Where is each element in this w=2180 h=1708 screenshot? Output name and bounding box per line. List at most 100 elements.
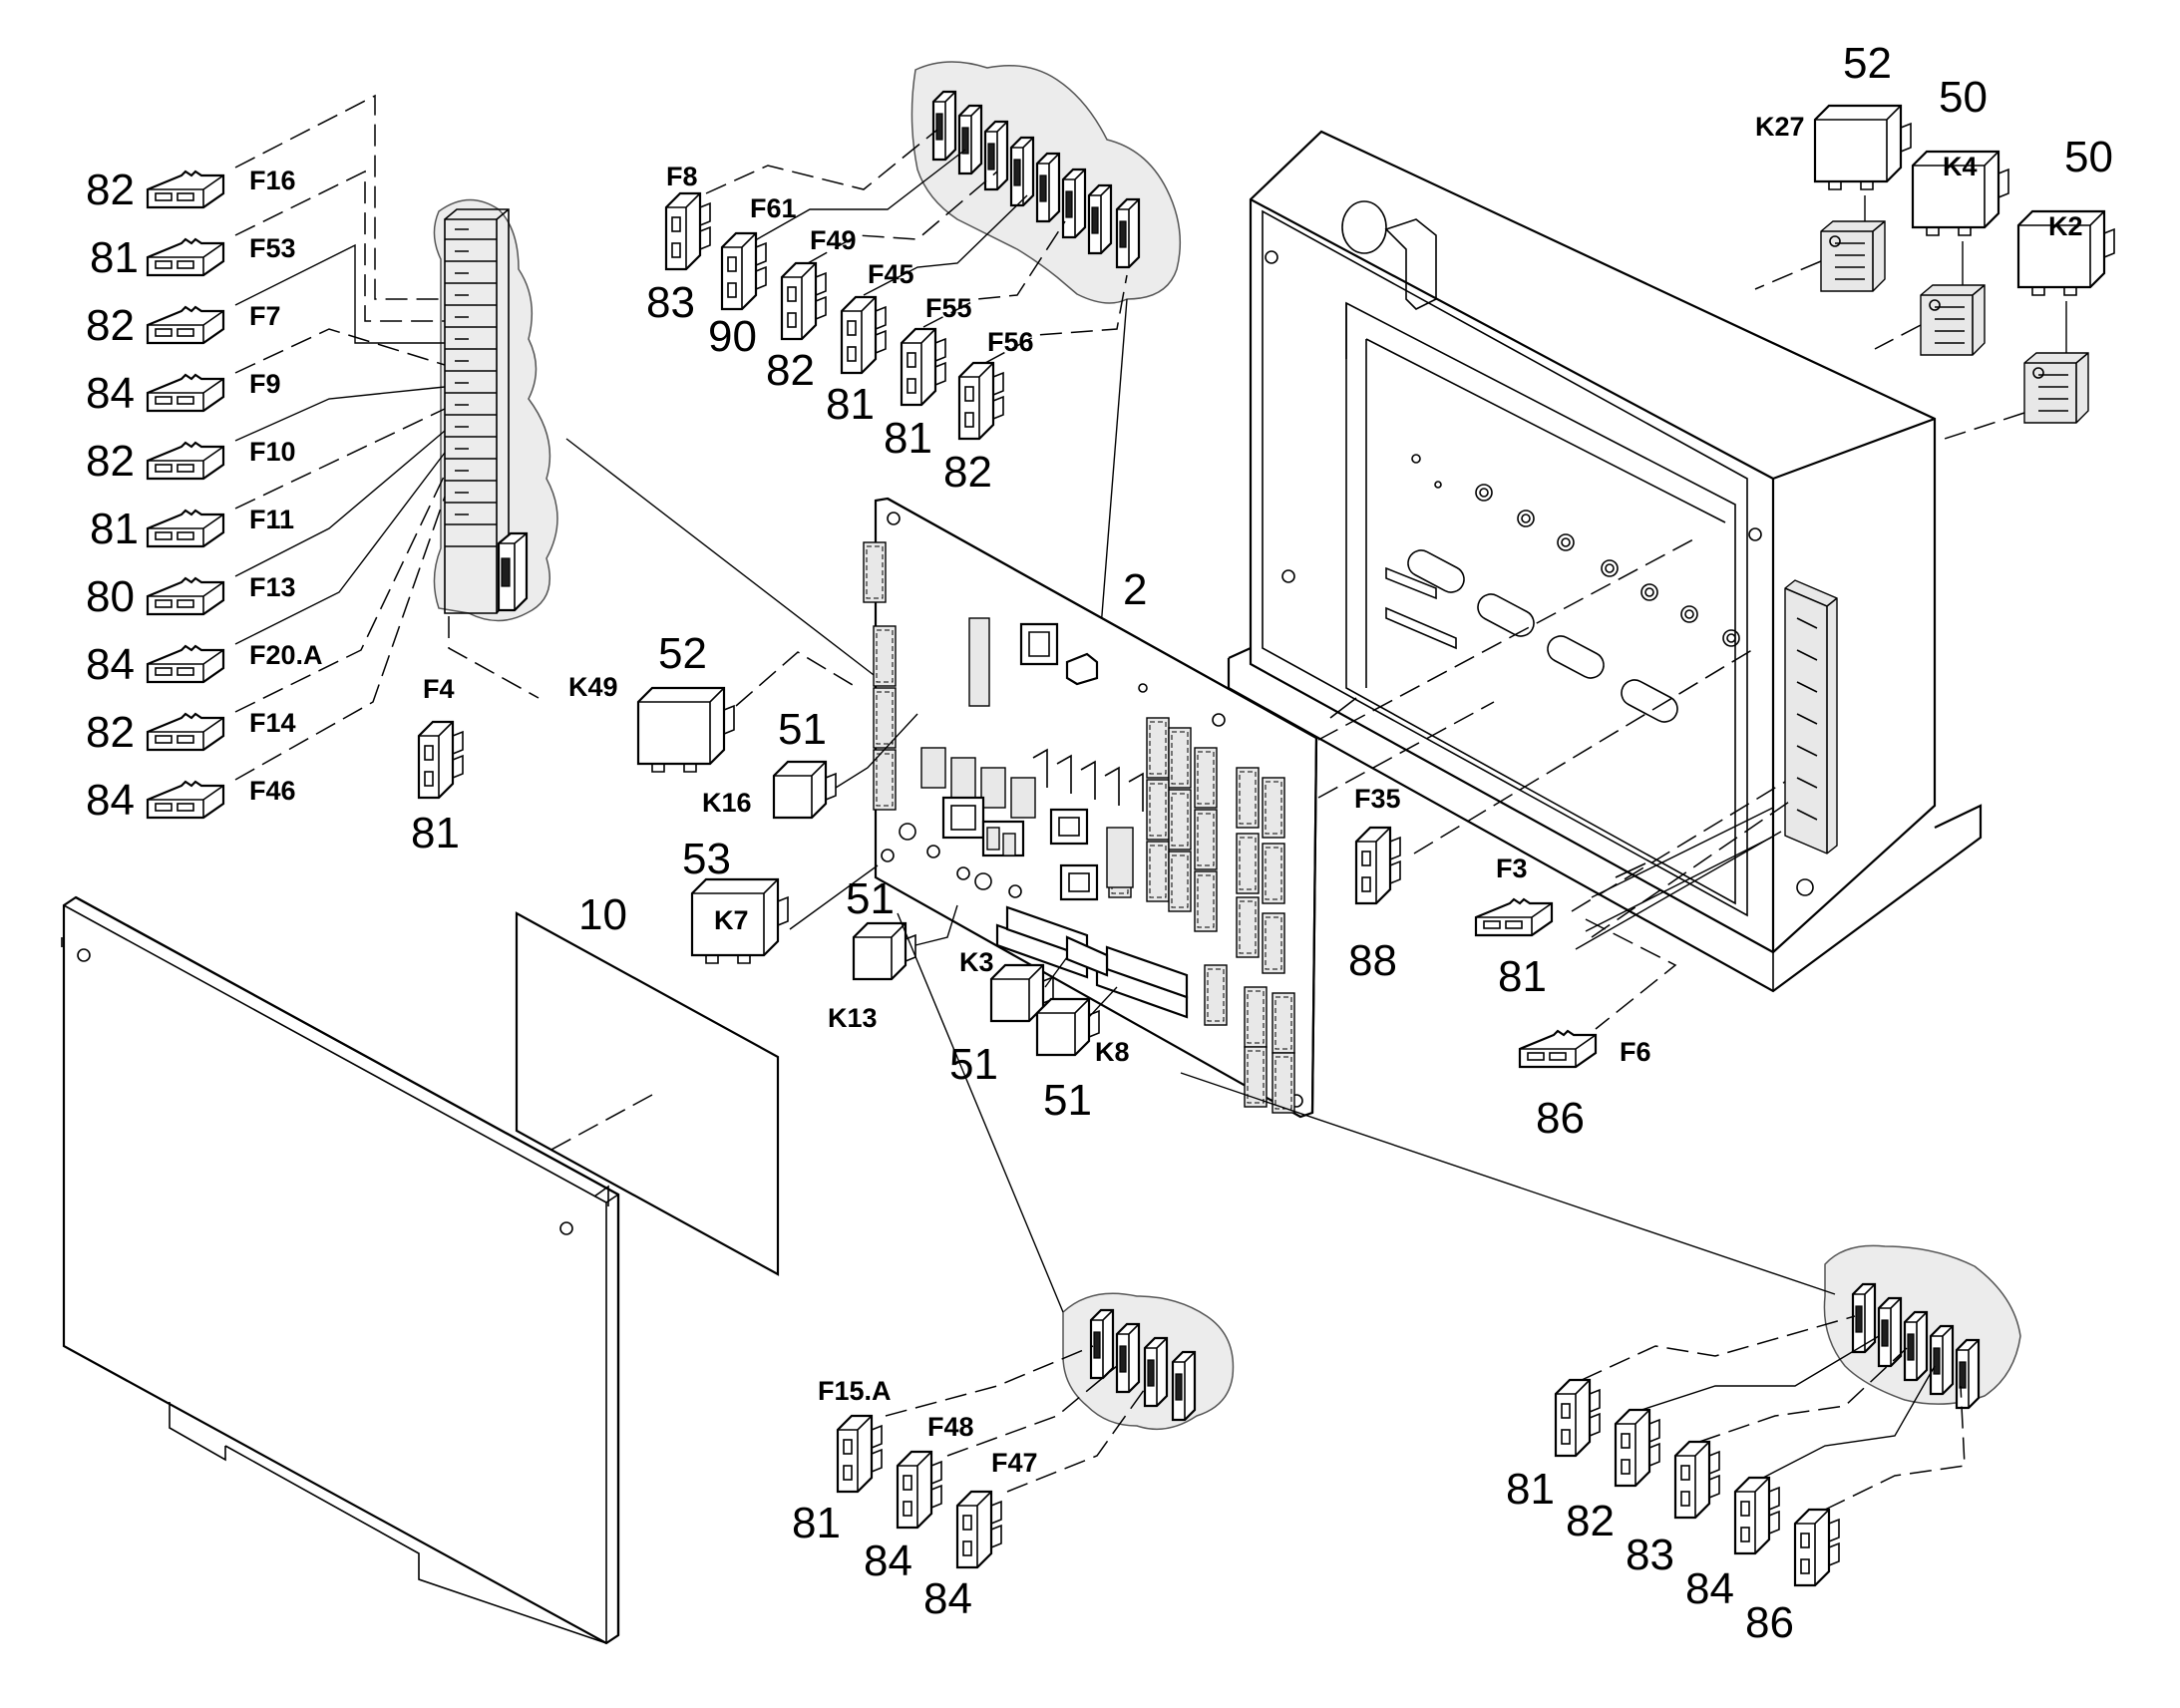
label-f49: F49	[810, 225, 857, 255]
ref-84-f47: 84	[923, 1574, 972, 1623]
ref-81-f15a: 81	[792, 1499, 841, 1547]
label-f16: F16	[249, 166, 296, 195]
fuse-f6	[1518, 1029, 1598, 1069]
label-f55: F55	[925, 293, 972, 323]
label-k27: K27	[1755, 112, 1805, 142]
ref-50-k4: 50	[1939, 73, 1988, 122]
label-f45: F45	[868, 259, 914, 289]
label-f35: F35	[1354, 784, 1401, 814]
board-plug-connectors	[995, 905, 1189, 1019]
relay-k16	[772, 760, 838, 820]
ref-51-k13: 51	[846, 874, 895, 923]
ref-51-k16: 51	[778, 705, 827, 754]
ref-84-f9: 84	[86, 369, 135, 418]
ref-81-f45: 81	[826, 380, 875, 429]
fuse-f48	[896, 1450, 943, 1530]
ref-81-f11: 81	[90, 505, 139, 553]
fuse-f61	[720, 231, 768, 311]
ref-84-bottom-right: 84	[1685, 1564, 1734, 1613]
label-k8: K8	[1095, 1037, 1130, 1067]
ref-82-f16: 82	[86, 166, 135, 214]
label-sheet	[515, 911, 780, 1276]
ref-84-f20a: 84	[86, 640, 135, 689]
label-k2: K2	[2048, 211, 2083, 241]
relay-k27-socket	[1820, 220, 1886, 292]
fuse-f11	[146, 509, 225, 548]
relay-k8	[1035, 997, 1101, 1057]
fuse-82-bottom-right	[1614, 1408, 1661, 1488]
cover-panel	[61, 895, 620, 1645]
label-f9: F9	[249, 369, 281, 399]
ref-83-bottom-right: 83	[1626, 1531, 1674, 1579]
label-k49: K49	[568, 672, 618, 702]
label-f53: F53	[249, 233, 296, 263]
label-k16: K16	[702, 788, 752, 818]
fuse-f4	[417, 720, 465, 800]
fuse-81-bottom-right	[1554, 1378, 1602, 1458]
fuse-f53	[146, 237, 225, 277]
fuse-f3	[1474, 897, 1554, 937]
fuse-holder-bottom-detail	[885, 912, 1235, 1493]
ref-86-f6: 86	[1536, 1094, 1585, 1143]
fuse-f56	[957, 361, 1005, 441]
relay-k49	[636, 686, 736, 774]
left-fuse-column	[146, 170, 225, 820]
ref-81-f55: 81	[884, 414, 932, 463]
fuse-f46	[146, 780, 225, 820]
fuse-f55	[900, 327, 947, 407]
label-f56: F56	[987, 327, 1034, 357]
side-connector	[1784, 579, 1838, 854]
label-k7: K7	[714, 905, 749, 935]
label-f15a: F15.A	[818, 1376, 892, 1406]
relay-k2-socket	[2023, 352, 2089, 424]
ref-80-f13: 80	[86, 572, 135, 621]
label-f61: F61	[750, 193, 797, 223]
label-f11: F11	[249, 505, 294, 534]
relay-k27	[1813, 104, 1913, 191]
ref-83-f8: 83	[646, 278, 695, 327]
top-right-relays	[1754, 104, 2116, 440]
ref-52-k27: 52	[1843, 39, 1892, 88]
label-f46: F46	[249, 776, 296, 806]
ref-81-f53: 81	[90, 233, 139, 282]
ref-82-f7: 82	[86, 301, 135, 350]
fuse-f15a	[836, 1414, 884, 1494]
ref-53-k7: 53	[682, 835, 731, 883]
ref-86-bottom-right: 86	[1745, 1598, 1794, 1647]
circuit-board	[863, 497, 1318, 1119]
ref-81-f3: 81	[1498, 952, 1547, 1001]
left-fuse-leaders	[234, 94, 879, 781]
fuse-f8	[664, 191, 712, 271]
label-f20a: F20.A	[249, 640, 323, 670]
ref-84-f48: 84	[864, 1537, 912, 1585]
enclosure-box	[1227, 130, 1983, 993]
fuse-f9	[146, 373, 225, 413]
label-f48: F48	[927, 1412, 974, 1442]
ref-81-bottom-right: 81	[1506, 1465, 1555, 1514]
top-fuse-leaders	[705, 129, 1128, 679]
fuse-f13	[146, 576, 225, 616]
ref-51-k8: 51	[1043, 1076, 1092, 1125]
label-f8: F8	[666, 162, 698, 191]
ref-52-k49: 52	[658, 629, 707, 678]
label-k4: K4	[1943, 152, 1978, 181]
ref-82-f14: 82	[86, 708, 135, 757]
label-f4: F4	[423, 674, 455, 704]
label-f10: F10	[249, 437, 296, 467]
ref-82-f10: 82	[86, 437, 135, 486]
fuse-86-bottom-right	[1793, 1508, 1841, 1587]
fuse-f45	[840, 295, 888, 375]
fuse-83-bottom-right	[1673, 1440, 1721, 1520]
fuse-holder-left-detail	[433, 198, 558, 622]
fuse-f16	[146, 170, 225, 209]
label-f6: F6	[1620, 1037, 1651, 1067]
label-f47: F47	[991, 1448, 1038, 1478]
relay-k13	[852, 921, 917, 981]
label-k13: K13	[828, 1003, 878, 1033]
f3-f6-leader	[1585, 918, 1677, 1030]
label-k3: K3	[959, 947, 994, 977]
ref-84-f46: 84	[86, 776, 135, 825]
board-relay-leaders	[735, 651, 1118, 1018]
label-f7: F7	[249, 301, 281, 331]
